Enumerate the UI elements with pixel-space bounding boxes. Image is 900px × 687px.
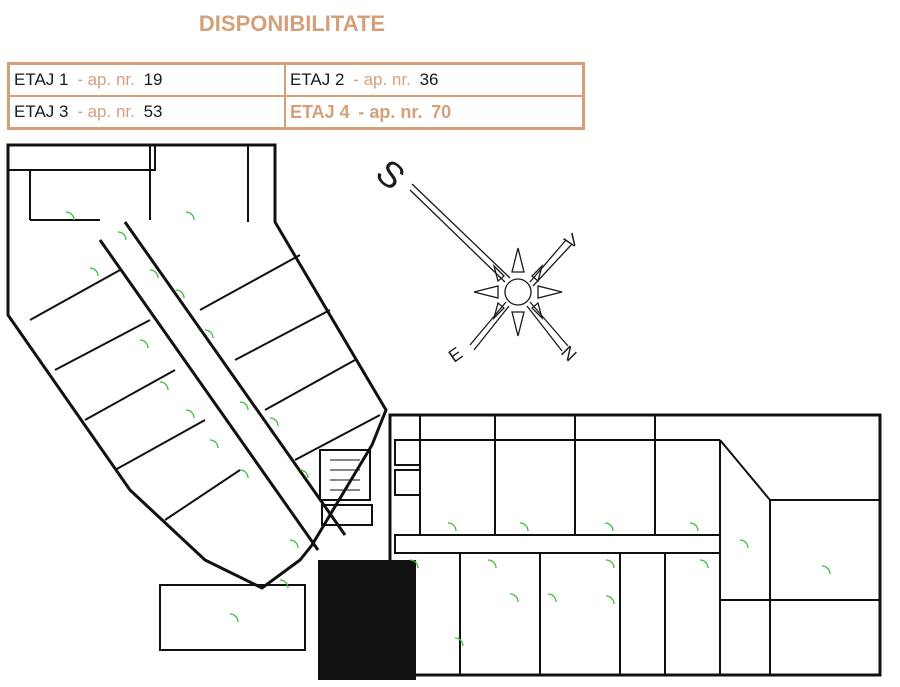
floor-count: 70 [431,101,452,122]
floor-separator: - ap. nr. [77,102,135,121]
door-swing [65,211,75,221]
floor-count: 36 [419,70,439,89]
availability-table: ETAJ 1 - ap. nr. 19 ETAJ 2 - ap. nr. 36 … [7,62,585,130]
door-swing [175,289,185,299]
door-swing [279,579,289,589]
compass-ray-n [529,301,569,347]
compass-arrow [531,301,544,321]
wall [199,254,301,311]
stairs [319,449,371,501]
compass-ray-s [411,183,511,279]
compass-arrow [531,263,544,283]
horizontal-wing [388,413,882,677]
core-block [318,560,416,680]
door-swing [509,593,519,603]
compass-ray-n [526,305,563,352]
door-swing [547,593,557,603]
door-swing [487,559,497,569]
compass-ray-v [532,243,573,287]
wall [294,414,381,461]
compass-label-e: E [445,343,466,366]
door-swing [299,469,309,479]
corridor-wall [123,221,347,536]
compass-arrow [537,285,563,299]
page-title: DISPONIBILITATE [198,11,386,36]
floor-separator: - ap. nr. [358,101,423,122]
floor-count: 19 [143,70,163,89]
compass-ray-e [469,301,507,346]
door-swing [239,401,249,411]
door-swing [605,559,615,569]
door-swing [185,409,195,419]
elevator [394,439,421,466]
door-swing [739,539,749,549]
diagonal-wing [6,143,388,651]
door-swing [185,211,195,221]
wall [164,469,241,521]
floor-separator: - ap. nr. [353,70,411,89]
door-swing [89,267,99,277]
availability-cell-floor-2[interactable]: ETAJ 2 - ap. nr. 36 [283,62,585,97]
corridor [394,534,721,554]
compass-arrow [492,301,505,321]
stairs-landing [321,504,373,526]
wall [114,419,206,471]
door-swing [604,522,614,532]
wall [29,269,121,321]
stairwell [319,449,373,526]
compass-center [504,278,532,306]
door-swing [409,559,419,569]
door-swing [454,637,464,647]
compass-arrow [492,263,505,283]
floor-label: ETAJ 1 [14,70,69,89]
compass-label-v: V [561,230,582,253]
floor-separator: - ap. nr. [77,70,135,89]
door-swing [149,269,159,279]
door-swing [204,329,214,339]
door-swing [159,381,169,391]
door-swing [289,539,299,549]
door-swing [139,339,149,349]
compass-ray-e [473,305,510,351]
compass-arrow [473,285,499,299]
availability-cell-floor-4[interactable]: ETAJ 4 - ap. nr. 70 [283,95,585,130]
compass-arrow [511,311,525,337]
floor-label: ETAJ 4 [289,101,350,122]
compass-label-s: S [368,151,413,198]
compass-rose [409,183,573,352]
compass-ray-v [529,239,567,283]
door-swing [519,522,529,532]
wing-top-block [7,144,156,171]
wall [54,319,151,371]
door-swing [605,595,615,605]
door-swing [821,565,831,575]
door-swing [229,613,239,623]
wing-outline [6,143,388,590]
door-swing [447,522,457,532]
availability-cell-floor-3[interactable]: ETAJ 3 - ap. nr. 53 [7,95,286,130]
elevator [394,469,421,496]
floor-label: ETAJ 3 [14,102,69,121]
door-swing [689,522,699,532]
wall [234,309,331,361]
floor-label: ETAJ 2 [289,70,345,89]
door-swing [239,469,249,479]
compass-ray-s [409,189,506,283]
wall [264,359,356,411]
compass-label-n: N [557,342,580,365]
door-swing [269,417,279,427]
floor-count: 53 [143,102,163,121]
wall [84,369,176,421]
lower-left-block [159,584,306,651]
corridor-wall [98,239,320,551]
compass-arrow [511,247,525,273]
door-swing [699,559,709,569]
door-swing [117,231,127,241]
door-swing [209,439,219,449]
wing-outline [388,413,882,677]
availability-cell-floor-1[interactable]: ETAJ 1 - ap. nr. 19 [7,62,286,97]
doors [65,211,831,647]
wall [719,439,771,501]
